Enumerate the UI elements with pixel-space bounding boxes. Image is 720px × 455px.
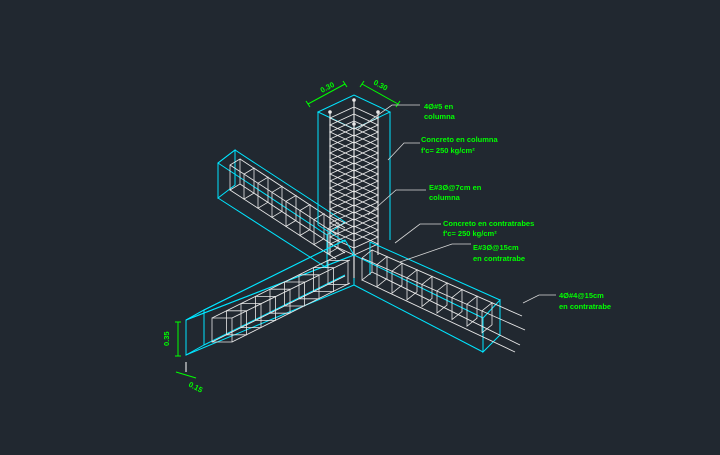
- leader-beam-stirrups: [399, 243, 471, 263]
- dim-column-b-line: [361, 83, 399, 105]
- left-beam-end-face: [217, 148, 236, 200]
- left-beam-stirrup: [313, 212, 325, 246]
- leader-beam-rebar: [522, 294, 556, 304]
- right-beam: [353, 241, 501, 354]
- leader-column-stirrups: [367, 189, 426, 216]
- annotation-leaders: [356, 104, 556, 304]
- label-beam-concrete-l1: Concreto en contratrabes: [443, 219, 534, 228]
- label-beam-rebar-l2: en contratrabe: [559, 302, 611, 311]
- left-beam-top-face: [217, 149, 346, 236]
- label-column-rebar-l2: columna: [424, 112, 456, 121]
- leader-column-rebar: [356, 104, 420, 131]
- front-left-beam-stirrup: [240, 303, 262, 329]
- annotations: 4Ø#5 en columna Concreto en columna f'c=…: [421, 102, 611, 311]
- front-left-beam-stirrup: [284, 281, 305, 307]
- label-beam-rebar-l1: 4Ø#4@15cm: [559, 291, 604, 300]
- label-column-concrete-l1: Concreto en columna: [421, 135, 499, 144]
- right-beam-stirrup: [391, 262, 403, 295]
- label-column-rebar-l1: 4Ø#5 en: [424, 102, 454, 111]
- label-beam-stirrups-l1: E#3Ø@15cm: [473, 243, 519, 252]
- dim-beam-width: 0.15: [187, 380, 204, 395]
- front-left-beam-stirrup: [298, 274, 320, 300]
- right-beam-longitudinal-bars: [361, 249, 526, 353]
- leader-beam-concrete: [394, 223, 441, 244]
- column-longitudinal-bars: [329, 100, 379, 278]
- left-beam-bottom-edge: [217, 197, 328, 269]
- left-beam: [217, 148, 346, 269]
- label-beam-stirrups-l2: en contratrabe: [473, 254, 525, 263]
- dim-beam-height: 0.35: [162, 331, 171, 346]
- front-left-beam-stirrup: [211, 317, 233, 343]
- dim-column-width-b: 0.30: [372, 78, 389, 93]
- dim-beam-width-line: [175, 371, 197, 379]
- right-beam-stirrup: [406, 268, 418, 301]
- right-beam-stirrup: [481, 301, 493, 334]
- right-beam-stirrup: [376, 255, 388, 288]
- front-left-beam-stirrup: [269, 288, 291, 314]
- dim-column-width-a: 0.30: [319, 80, 336, 95]
- front-left-beam-stirrup: [255, 295, 276, 321]
- dim-column-a-line: [307, 83, 346, 105]
- label-column-concrete-l2: f'c= 250 kg/cm²: [421, 146, 475, 155]
- leader-column-concrete: [387, 142, 420, 161]
- front-left-beam-longitudinal-bars: [211, 251, 351, 343]
- label-column-stirrups-l2: columna: [429, 193, 461, 202]
- label-column-stirrups-l1: E#3Ø@7cm en: [429, 183, 482, 192]
- column-bar-ends: [328, 98, 380, 126]
- right-beam-stirrup: [451, 288, 463, 321]
- dimension-lines: [175, 80, 401, 379]
- left-beam-longitudinal-bars: [229, 158, 346, 260]
- right-beam-stirrup: [436, 282, 448, 314]
- front-left-beam-stirrup: [313, 267, 334, 293]
- right-beam-stirrup: [421, 275, 433, 308]
- label-beam-concrete-l2: f'c= 250 kg/cm²: [443, 229, 497, 238]
